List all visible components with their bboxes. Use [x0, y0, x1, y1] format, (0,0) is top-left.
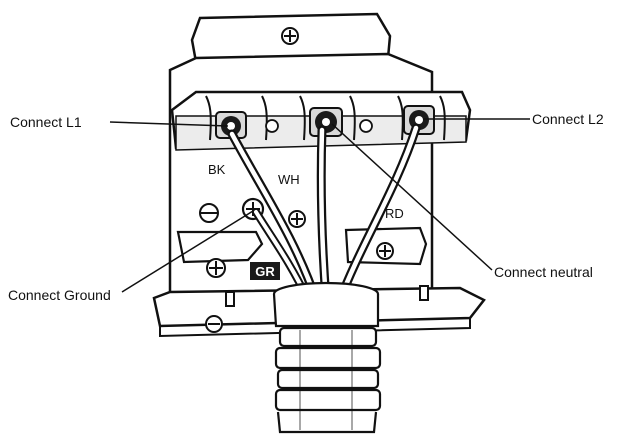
green-wire-badge: GR: [250, 262, 280, 280]
leader-ground: [121, 210, 254, 293]
plate-slot-screw: [199, 203, 219, 223]
bracket-screw-left: [206, 258, 226, 278]
base-screw: [205, 315, 223, 333]
wire-label-wh: WH: [278, 172, 300, 187]
wire-black: [227, 129, 321, 305]
bracket-screw-right: [376, 242, 394, 260]
terminal-block-ridges: [205, 95, 446, 141]
leader-neutral: [331, 123, 493, 271]
terminal-l1: [215, 111, 247, 139]
leader-l1: [109, 121, 229, 127]
wire-label-gr: GR: [255, 264, 275, 279]
callout-l1: Connect L1: [10, 114, 82, 130]
lower-bracket: [176, 230, 264, 264]
wire-white: [316, 125, 331, 305]
terminal-l2: [403, 105, 435, 135]
wire-label-bk: BK: [208, 162, 226, 177]
cable-connector: [272, 281, 382, 434]
wire-label-rd: RD: [385, 206, 404, 221]
callout-neutral: Connect neutral: [494, 264, 593, 280]
callout-l2: Connect L2: [532, 111, 604, 127]
callout-ground: Connect Ground: [8, 287, 111, 303]
block-screws: [265, 119, 373, 133]
plate-screw-middle: [288, 210, 306, 228]
flange-studs: [225, 285, 429, 307]
plate-screw-top: [281, 27, 299, 45]
wire-red: [335, 123, 421, 305]
